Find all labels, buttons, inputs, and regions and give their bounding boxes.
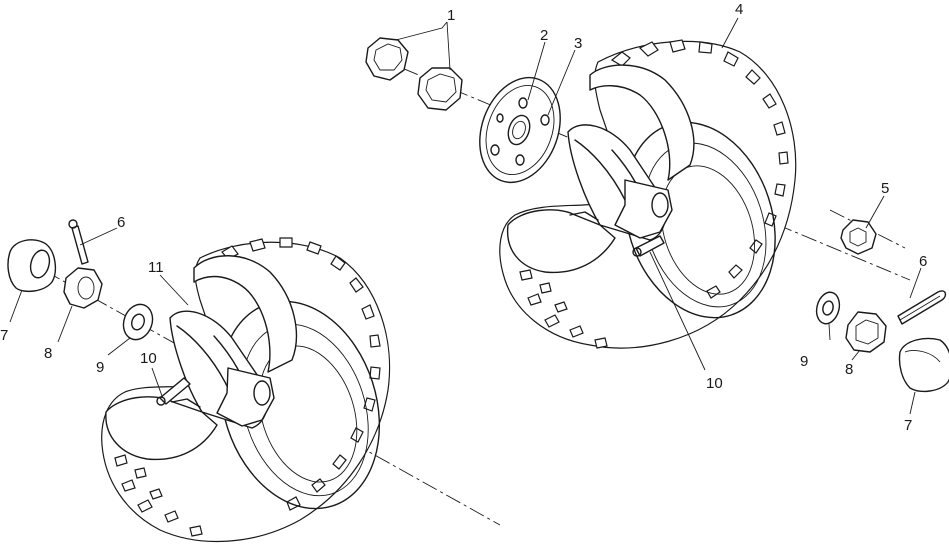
lug-nut-pair xyxy=(365,37,463,111)
callout-11: 11 xyxy=(148,259,164,276)
right-tire-tread xyxy=(519,39,789,349)
castle-nut-right xyxy=(845,311,887,353)
callout-9-right: 9 xyxy=(800,353,808,370)
callout-3: 3 xyxy=(574,35,582,52)
callout-4: 4 xyxy=(735,1,743,18)
hub-stud xyxy=(518,97,528,109)
callout-8-left: 8 xyxy=(44,345,52,362)
callout-9-left: 9 xyxy=(96,359,104,376)
leader-lines xyxy=(9,17,922,415)
hub-cap-right xyxy=(898,337,949,393)
left-tire-cutaway-upper xyxy=(193,255,298,373)
callout-5: 5 xyxy=(881,180,889,197)
lug-nut xyxy=(365,37,409,81)
hub-assembly xyxy=(479,76,561,184)
right-valve-stem xyxy=(635,235,665,257)
lug-nut xyxy=(417,67,463,111)
callout-2: 2 xyxy=(540,27,548,44)
callout-8-right: 8 xyxy=(845,361,853,378)
right-rim-hub-hole xyxy=(651,192,669,218)
cotter-pin-right xyxy=(897,290,947,325)
right-rim-flange xyxy=(614,179,673,239)
left-rim-flange xyxy=(216,367,275,427)
washer-right xyxy=(815,291,841,325)
callout-7-left: 7 xyxy=(0,327,8,344)
washer-left xyxy=(122,303,154,341)
hub-stud xyxy=(490,144,500,156)
right-tire-cutaway-lower xyxy=(506,209,616,274)
hub-stud xyxy=(540,114,550,126)
callout-7-right: 7 xyxy=(904,417,912,434)
right-tire-cutaway-upper xyxy=(589,64,695,181)
callout-10-left: 10 xyxy=(140,350,157,367)
hub-stud xyxy=(496,113,504,123)
callout-1: 1 xyxy=(447,7,455,24)
left-wheel-assembly xyxy=(101,237,391,543)
left-valve-stem xyxy=(159,377,191,405)
right-wheel-assembly xyxy=(499,39,797,349)
castle-nut-left xyxy=(63,267,103,309)
callout-6-right: 6 xyxy=(919,253,927,270)
hub-cap-left xyxy=(7,239,57,293)
hub-stud xyxy=(515,154,525,166)
callout-10-right: 10 xyxy=(706,375,723,392)
callout-6-left: 6 xyxy=(117,214,125,231)
left-rim-hub-hole xyxy=(253,380,271,406)
left-tire-cutaway-lower xyxy=(105,396,218,461)
right-axis-centerline xyxy=(377,57,911,281)
axle-nut-right-upper xyxy=(840,219,877,255)
